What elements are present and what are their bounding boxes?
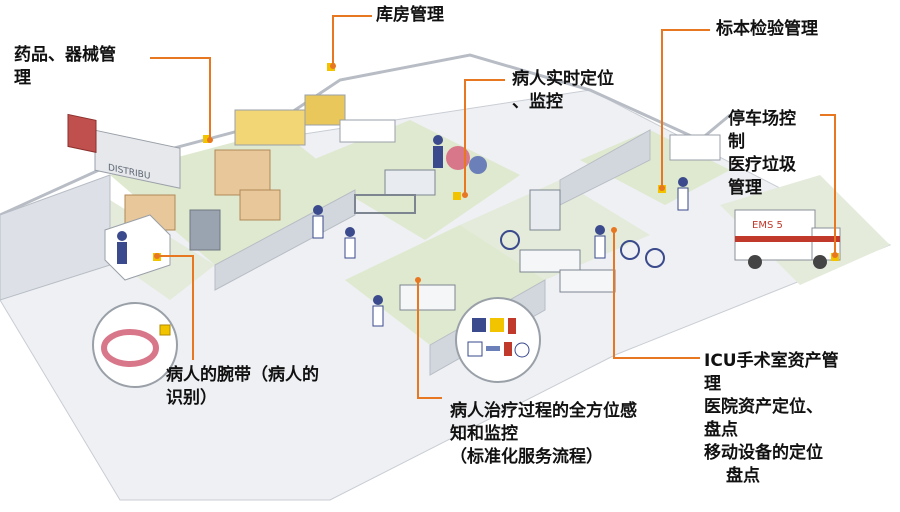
wristband-inset — [92, 302, 178, 388]
leader-dot — [154, 253, 160, 259]
label-patient-location: 病人实时定位 、监控 — [512, 68, 614, 114]
wheelchair — [645, 248, 665, 268]
hospital-bed — [559, 269, 616, 293]
label-waste-line2: 管理 — [728, 178, 762, 198]
ambulance-stripe — [735, 236, 840, 242]
leader-dot — [611, 227, 617, 233]
leader-treatment — [417, 280, 442, 399]
wheelchair — [620, 240, 640, 260]
label-waste-line1: 医疗垃圾 — [728, 155, 796, 175]
label-specimen-line1: 标本检验管理 — [716, 19, 818, 39]
person-reception — [117, 231, 127, 264]
label-patient-location-line2: 、监控 — [512, 92, 563, 112]
shelf — [304, 94, 346, 126]
desk — [339, 119, 396, 143]
label-wristband-line1: 病人的腕带（病人的 — [166, 365, 319, 385]
hospital-bed — [519, 249, 581, 273]
label-warehouse-line1: 库房管理 — [376, 5, 444, 25]
person-treatment — [372, 295, 384, 327]
process-icon-clock — [514, 342, 530, 358]
label-pharmacy-line1: 药品、器械管 — [14, 45, 116, 65]
ambulance-wheel — [813, 255, 827, 269]
label-parking-line1: 停车场控 — [728, 109, 796, 129]
label-icu-line1: ICU手术室资产管 — [704, 351, 839, 371]
process-icon-drip — [504, 342, 512, 356]
label-patient-location-line1: 病人实时定位 — [512, 69, 614, 89]
label-pharmacy: 药品、器械管 理 — [14, 44, 116, 90]
label-icu-line2: 理 — [704, 374, 721, 394]
person-nurse — [344, 227, 356, 259]
leader-dot — [659, 185, 665, 191]
leader-dot — [462, 192, 468, 198]
process-icon-tube — [508, 318, 516, 334]
leader-dot — [832, 252, 838, 258]
leader-parking — [820, 114, 836, 255]
label-warehouse: 库房管理 — [376, 4, 444, 27]
sensor-tag — [453, 192, 461, 200]
label-assets-line1: 医院资产定位、 — [704, 397, 823, 417]
label-pharmacy-line2: 理 — [14, 68, 31, 88]
leader-dot — [330, 63, 336, 69]
process-icon-person — [472, 318, 486, 332]
label-treatment-line2: 知和监控 — [450, 424, 518, 444]
process-icon-syringe — [486, 346, 500, 351]
exercise-ball — [469, 156, 487, 174]
person-patient — [433, 135, 443, 168]
ambulance-text: EMS 5 — [752, 220, 783, 231]
lab-counter — [669, 134, 721, 161]
label-treatment: 病人治疗过程的全方位感 知和监控 （标准化服务流程） — [450, 400, 637, 469]
ambulance-body — [734, 209, 816, 261]
wall-mid-front — [214, 189, 356, 291]
wristband — [101, 329, 159, 367]
box-stack — [239, 189, 281, 221]
label-parking-waste: 停车场控 制 医疗垃圾 管理 — [728, 108, 796, 200]
leader-patient-location — [464, 79, 505, 195]
box-stack — [214, 149, 271, 196]
label-icu-assets: ICU手术室资产管 理 医院资产定位、 盘点 移动设备的定位 盘点 — [704, 350, 839, 488]
label-parking-line2: 制 — [728, 132, 745, 152]
wheelchair — [500, 230, 520, 250]
hospital-bed — [399, 284, 456, 311]
leader-pharmacy — [150, 57, 211, 140]
exercise-equipment — [384, 169, 436, 196]
sensor-tag — [203, 135, 211, 143]
process-icon-chart — [467, 341, 483, 357]
leader-icu — [613, 230, 700, 359]
parallel-bars — [354, 194, 416, 214]
ambulance-wheel — [748, 255, 762, 269]
exercise-ball — [446, 146, 470, 170]
label-mobile-line1: 移动设备的定位 — [704, 443, 823, 463]
lab-cabinet — [529, 189, 561, 231]
label-treatment-line1: 病人治疗过程的全方位感 — [450, 401, 637, 421]
shelf — [234, 109, 306, 146]
leader-dot — [207, 137, 213, 143]
leader-dot — [415, 277, 421, 283]
truck-cab — [67, 113, 97, 154]
person-lab — [677, 177, 689, 211]
treatment-inset — [455, 297, 541, 383]
person-icu — [594, 225, 606, 259]
leader-wristband — [157, 255, 194, 360]
label-assets-line2: 盘点 — [704, 420, 738, 440]
label-treatment-line3: （标准化服务流程） — [450, 447, 603, 467]
leader-warehouse — [332, 15, 372, 66]
leader-specimen — [661, 29, 710, 188]
label-wristband-line2: 识别） — [166, 388, 217, 408]
label-specimen: 标本检验管理 — [716, 18, 818, 41]
label-mobile-line2: 盘点 — [726, 466, 760, 486]
gas-cylinders — [189, 209, 221, 251]
person-doctor — [312, 205, 324, 239]
process-icon-rx — [490, 318, 504, 332]
wristband-tag — [159, 324, 171, 336]
label-wristband: 病人的腕带（病人的 识别） — [166, 364, 319, 410]
